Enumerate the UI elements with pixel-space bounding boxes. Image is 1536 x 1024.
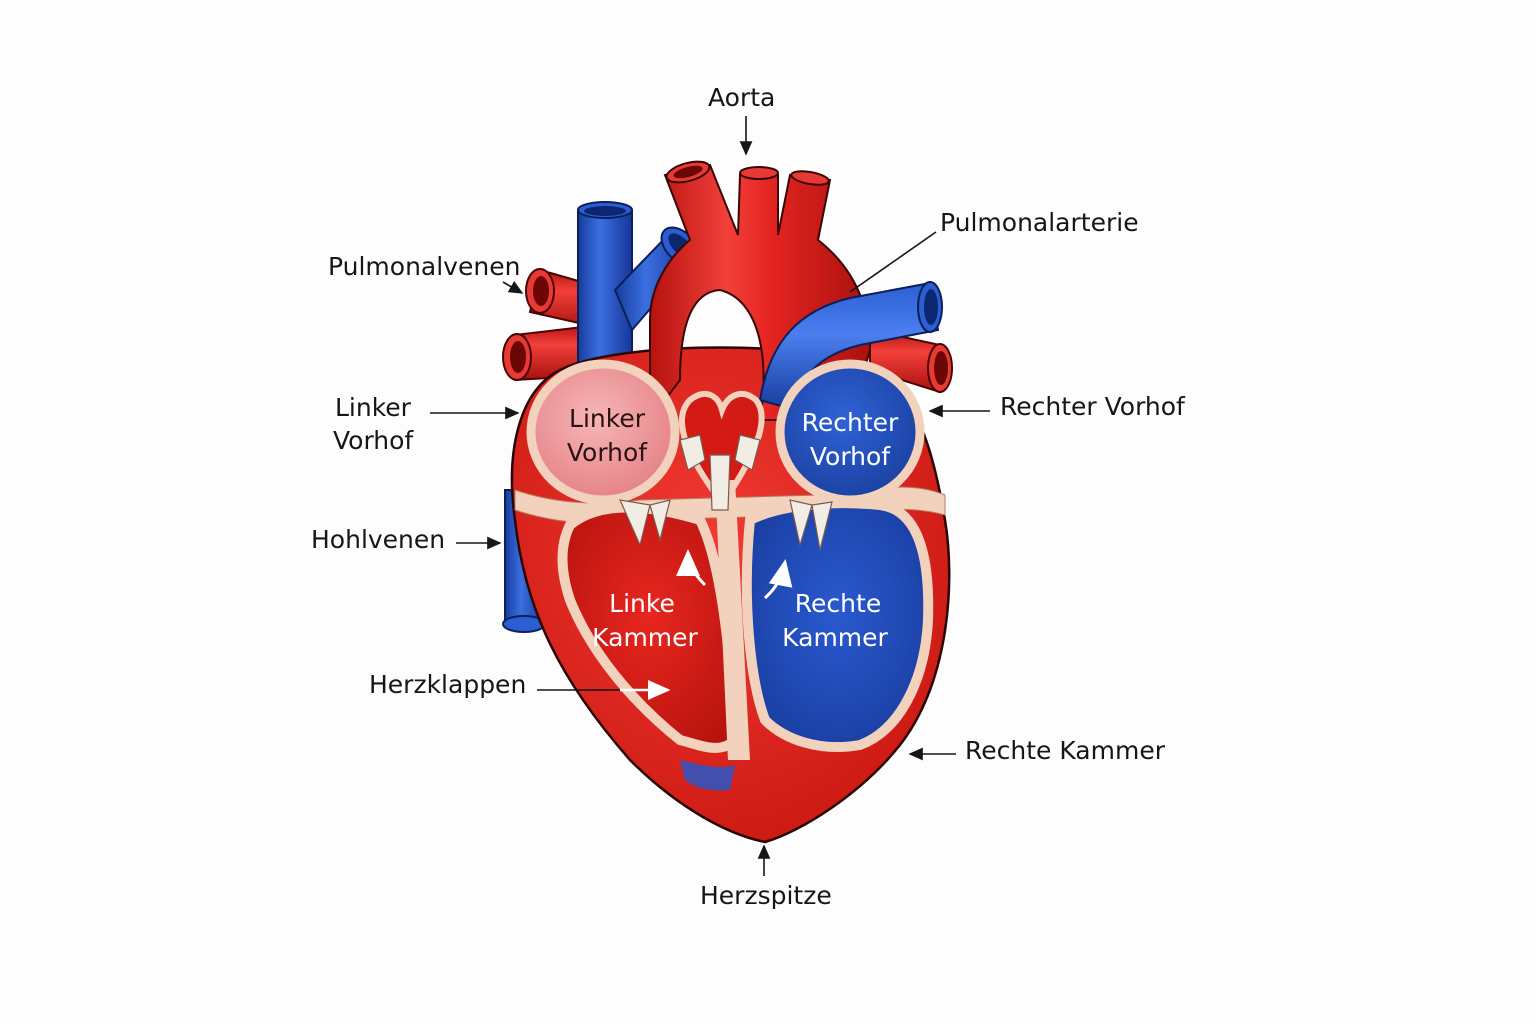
chamber-label-left-ventricle-1: Linke <box>609 589 675 618</box>
pulmonary-veins <box>502 268 953 394</box>
heart-valves <box>618 434 833 700</box>
label-herzklappen: Herzklappen <box>369 670 527 699</box>
chamber-label-left-atrium-1: Linker <box>569 404 645 433</box>
label-linker-vorhof-line2: Vorhof <box>333 426 414 455</box>
label-pointers <box>430 116 990 876</box>
chamber-label-right-atrium-1: Rechter <box>801 408 899 437</box>
label-herzspitze: Herzspitze <box>700 881 832 910</box>
label-hohlvenen: Hohlvenen <box>311 525 446 554</box>
chamber-label-left-atrium-2: Vorhof <box>566 438 648 467</box>
label-rechter-vorhof: Rechter Vorhof <box>1000 392 1185 421</box>
label-pulmonalvenen: Pulmonalvenen <box>328 252 521 281</box>
chamber-label-left-ventricle-2: Kammer <box>592 623 698 652</box>
left-atrium <box>526 359 680 505</box>
chamber-label-right-atrium-2: Vorhof <box>809 442 891 471</box>
chamber-label-right-ventricle-1: Rechte <box>794 589 882 618</box>
label-linker-vorhof-line1: Linker <box>335 393 411 422</box>
label-pulmonalarterie: Pulmonalarterie <box>940 208 1139 237</box>
chamber-label-right-ventricle-2: Kammer <box>782 623 888 652</box>
label-rechte-kammer: Rechte Kammer <box>965 736 1165 765</box>
label-aorta: Aorta <box>708 83 776 112</box>
